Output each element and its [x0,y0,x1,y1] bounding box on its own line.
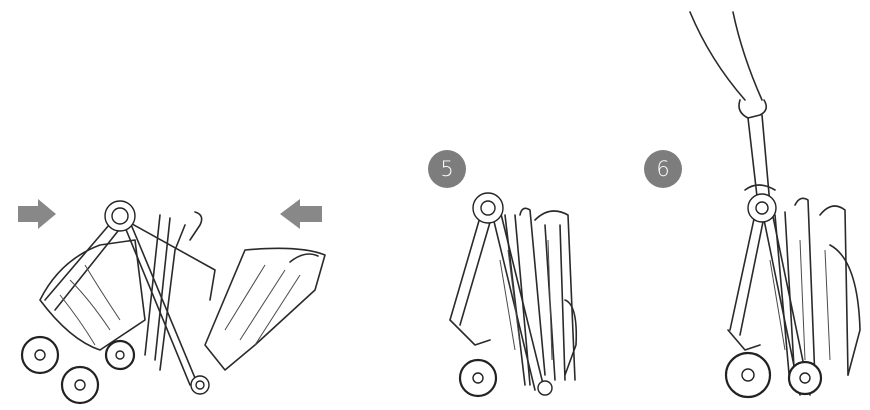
stroller-folding-step-4 [18,199,325,403]
hand-icon [690,12,766,118]
stroller-folded-step-5 [450,193,576,396]
stroller-carried-step-6 [690,12,860,397]
push-right-arrow-icon [280,199,322,229]
push-left-arrow-icon [18,199,56,229]
